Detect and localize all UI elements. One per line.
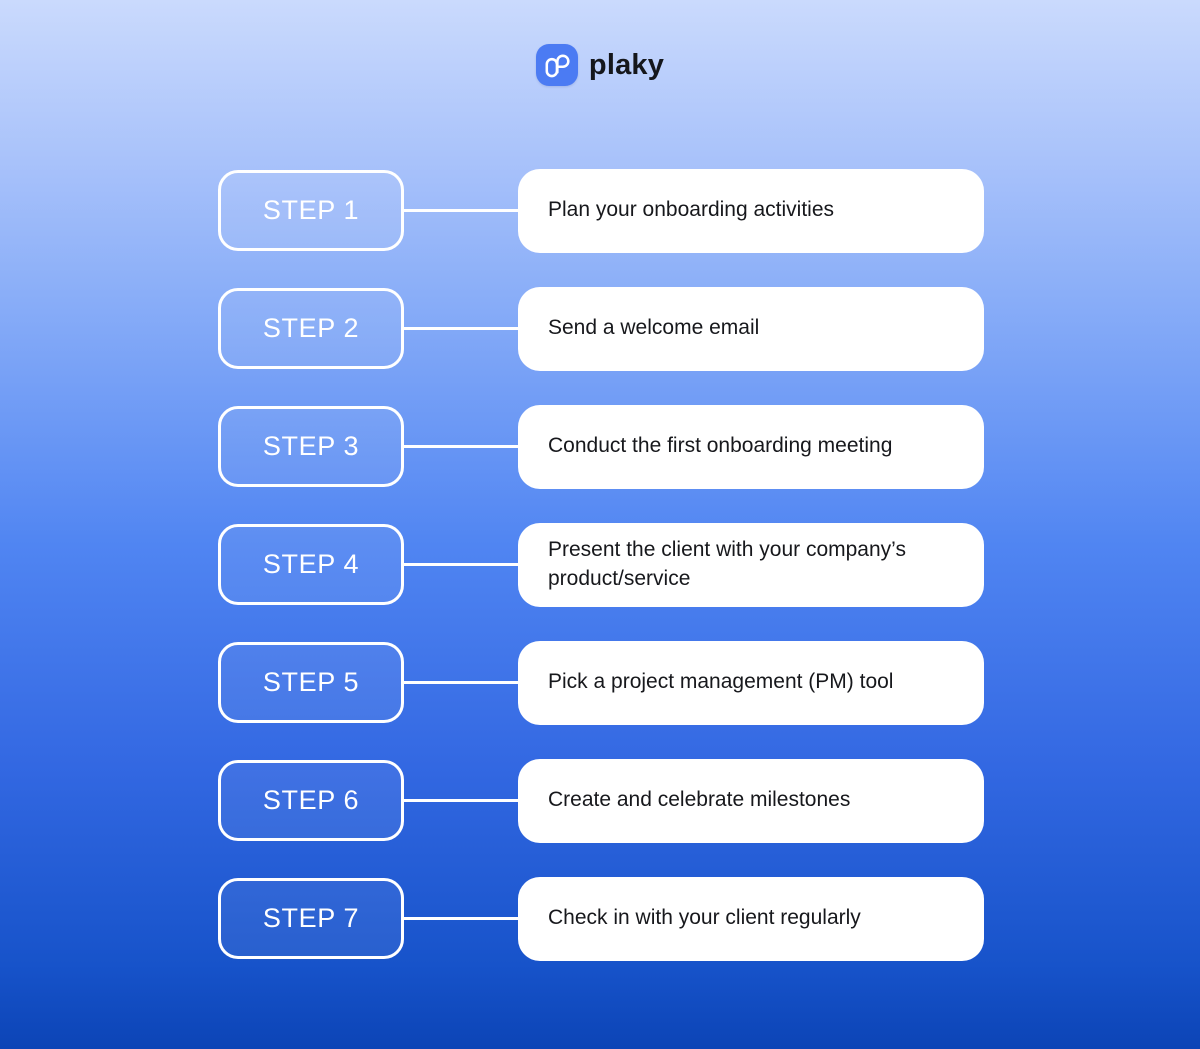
step-description: Conduct the first onboarding meeting [548, 434, 893, 458]
step-row: STEP 7 Check in with your client regular… [218, 876, 984, 961]
step-badge: STEP 2 [218, 288, 404, 369]
connector-line [404, 327, 518, 330]
logo: plaky [0, 44, 1200, 86]
step-row: STEP 3 Conduct the first onboarding meet… [218, 404, 984, 489]
step-card: Plan your onboarding activities [518, 168, 984, 253]
step-card: Create and celebrate milestones [518, 758, 984, 843]
step-label: STEP 6 [262, 785, 360, 815]
step-badge: STEP 7 [218, 878, 404, 959]
connector-line [404, 563, 518, 566]
step-row: STEP 2 Send a welcome email [218, 286, 984, 371]
step-badge: STEP 4 [218, 524, 404, 605]
step-description: Create and celebrate milestones [548, 788, 851, 812]
plaky-glyph-icon [545, 54, 570, 77]
plaky-logo-icon [535, 44, 578, 86]
step-row: STEP 1 Plan your onboarding activities [218, 168, 984, 253]
steps-list: STEP 1 Plan your onboarding activities S… [218, 168, 984, 961]
step-card: Conduct the first onboarding meeting [518, 404, 984, 489]
step-label: STEP 3 [262, 431, 360, 461]
step-description: Plan your onboarding activities [548, 198, 835, 222]
step-label: STEP 2 [262, 313, 360, 343]
step-badge: STEP 5 [218, 642, 404, 723]
connector-line [404, 799, 518, 802]
step-card: Pick a project management (PM) tool [518, 640, 984, 725]
step-badge: STEP 6 [218, 760, 404, 841]
connector-line [404, 209, 518, 212]
step-row: STEP 6 Create and celebrate milestones [218, 758, 984, 843]
step-badge: STEP 3 [218, 406, 404, 487]
step-badge: STEP 1 [218, 170, 404, 251]
step-label: STEP 4 [262, 549, 360, 579]
step-card: Present the client with your company’s p… [518, 522, 984, 607]
step-description: Check in with your client regularly [548, 906, 861, 930]
step-label: STEP 7 [262, 903, 360, 933]
step-card: Send a welcome email [518, 286, 984, 371]
step-description: Send a welcome email [548, 316, 760, 340]
step-card: Check in with your client regularly [518, 876, 984, 961]
step-row: STEP 4 Present the client with your comp… [218, 522, 984, 607]
step-description: Pick a project management (PM) tool [548, 670, 894, 694]
step-description: Present the client with your company’s p… [548, 538, 906, 590]
step-label: STEP 5 [262, 667, 360, 697]
step-label: STEP 1 [262, 195, 360, 225]
connector-line [404, 445, 518, 448]
connector-line [404, 681, 518, 684]
logo-wordmark: plaky [588, 48, 665, 81]
connector-line [404, 917, 518, 920]
step-row: STEP 5 Pick a project management (PM) to… [218, 640, 984, 725]
